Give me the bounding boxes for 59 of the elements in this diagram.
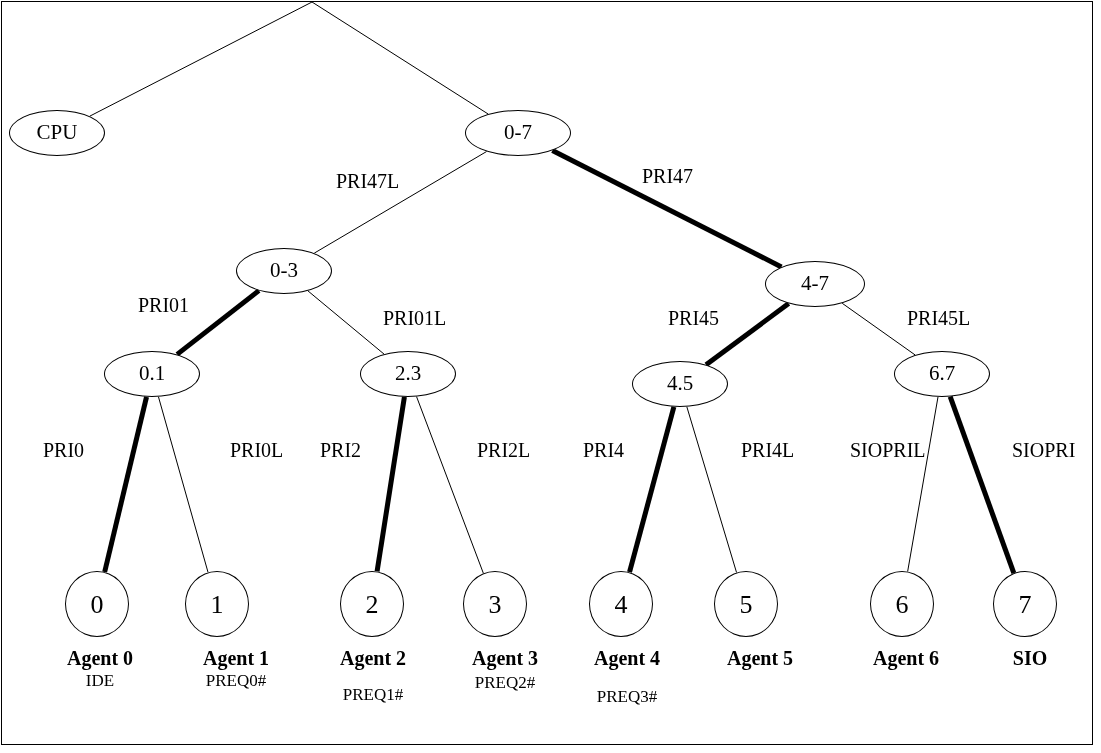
- edge-label: PRI2L: [477, 440, 531, 460]
- edge-label: PRI0L: [230, 440, 284, 460]
- tree-node-ellipse: 0-7: [465, 110, 571, 156]
- agent-name: Agent 2: [339, 648, 407, 668]
- connector-line: [175, 288, 261, 357]
- agent-name: Agent 5: [726, 648, 794, 668]
- request-signal: PREQ1#: [342, 686, 404, 703]
- tree-node-ellipse: 0-3: [236, 248, 332, 294]
- edge-label: PRI47L: [336, 171, 400, 191]
- agent-name: Agent 3: [471, 648, 539, 668]
- agent-circle: 6: [870, 571, 934, 637]
- edge-label: PRI4L: [741, 440, 795, 460]
- edge-label: PRI2: [320, 440, 362, 460]
- connector-line: [947, 395, 1017, 574]
- request-signal: IDE: [85, 672, 115, 689]
- edge-label: PRI01L: [383, 308, 447, 328]
- connector-line: [627, 406, 677, 573]
- agent-name: Agent 0: [66, 648, 134, 668]
- edge-label: PRI0: [43, 440, 85, 460]
- agent-circle: 1: [185, 571, 249, 637]
- tree-node-ellipse: CPU: [9, 110, 105, 156]
- edge-label: PRI45L: [907, 308, 971, 328]
- connector-line: [416, 396, 484, 574]
- edge-label: PRI47: [642, 166, 694, 186]
- tree-node-ellipse: 6.7: [894, 351, 990, 397]
- agent-circle: 3: [463, 571, 527, 637]
- connector-line: [907, 396, 939, 572]
- request-signal: PREQ0#: [205, 672, 267, 689]
- connector-line: [102, 396, 149, 573]
- agent-name: Agent 1: [202, 648, 270, 668]
- connector-line: [311, 1, 489, 115]
- connector-line: [551, 148, 783, 270]
- connector-line: [841, 302, 916, 356]
- connector-line: [704, 301, 791, 367]
- request-signal: PREQ3#: [596, 688, 658, 705]
- agent-circle: 4: [589, 571, 653, 637]
- agent-name: Agent 6: [872, 648, 940, 668]
- connector-line: [307, 290, 385, 355]
- tree-node-ellipse: 0.1: [104, 351, 200, 397]
- connector-line: [686, 406, 738, 573]
- edge-label: SIOPRIL: [850, 440, 926, 460]
- tree-node-ellipse: 4.5: [632, 361, 728, 407]
- request-signal: PREQ2#: [474, 674, 536, 691]
- connector-line: [313, 151, 488, 254]
- connector-line: [89, 1, 313, 117]
- edge-label: PRI45: [668, 308, 720, 328]
- edge-label: PRI01: [138, 295, 190, 315]
- tree-node-ellipse: 2.3: [360, 351, 456, 397]
- agent-circle: 2: [340, 571, 404, 637]
- agent-name: SIO: [1012, 648, 1048, 668]
- agent-circle: 5: [714, 571, 778, 637]
- agent-name: Agent 4: [593, 648, 661, 668]
- connector-line: [374, 396, 407, 572]
- edge-label: PRI4: [583, 440, 625, 460]
- edge-label: SIOPRI: [1012, 440, 1076, 460]
- agent-circle: 0: [65, 571, 129, 637]
- connector-line: [157, 396, 209, 573]
- agent-circle: 7: [993, 571, 1057, 637]
- tree-node-ellipse: 4-7: [765, 261, 865, 307]
